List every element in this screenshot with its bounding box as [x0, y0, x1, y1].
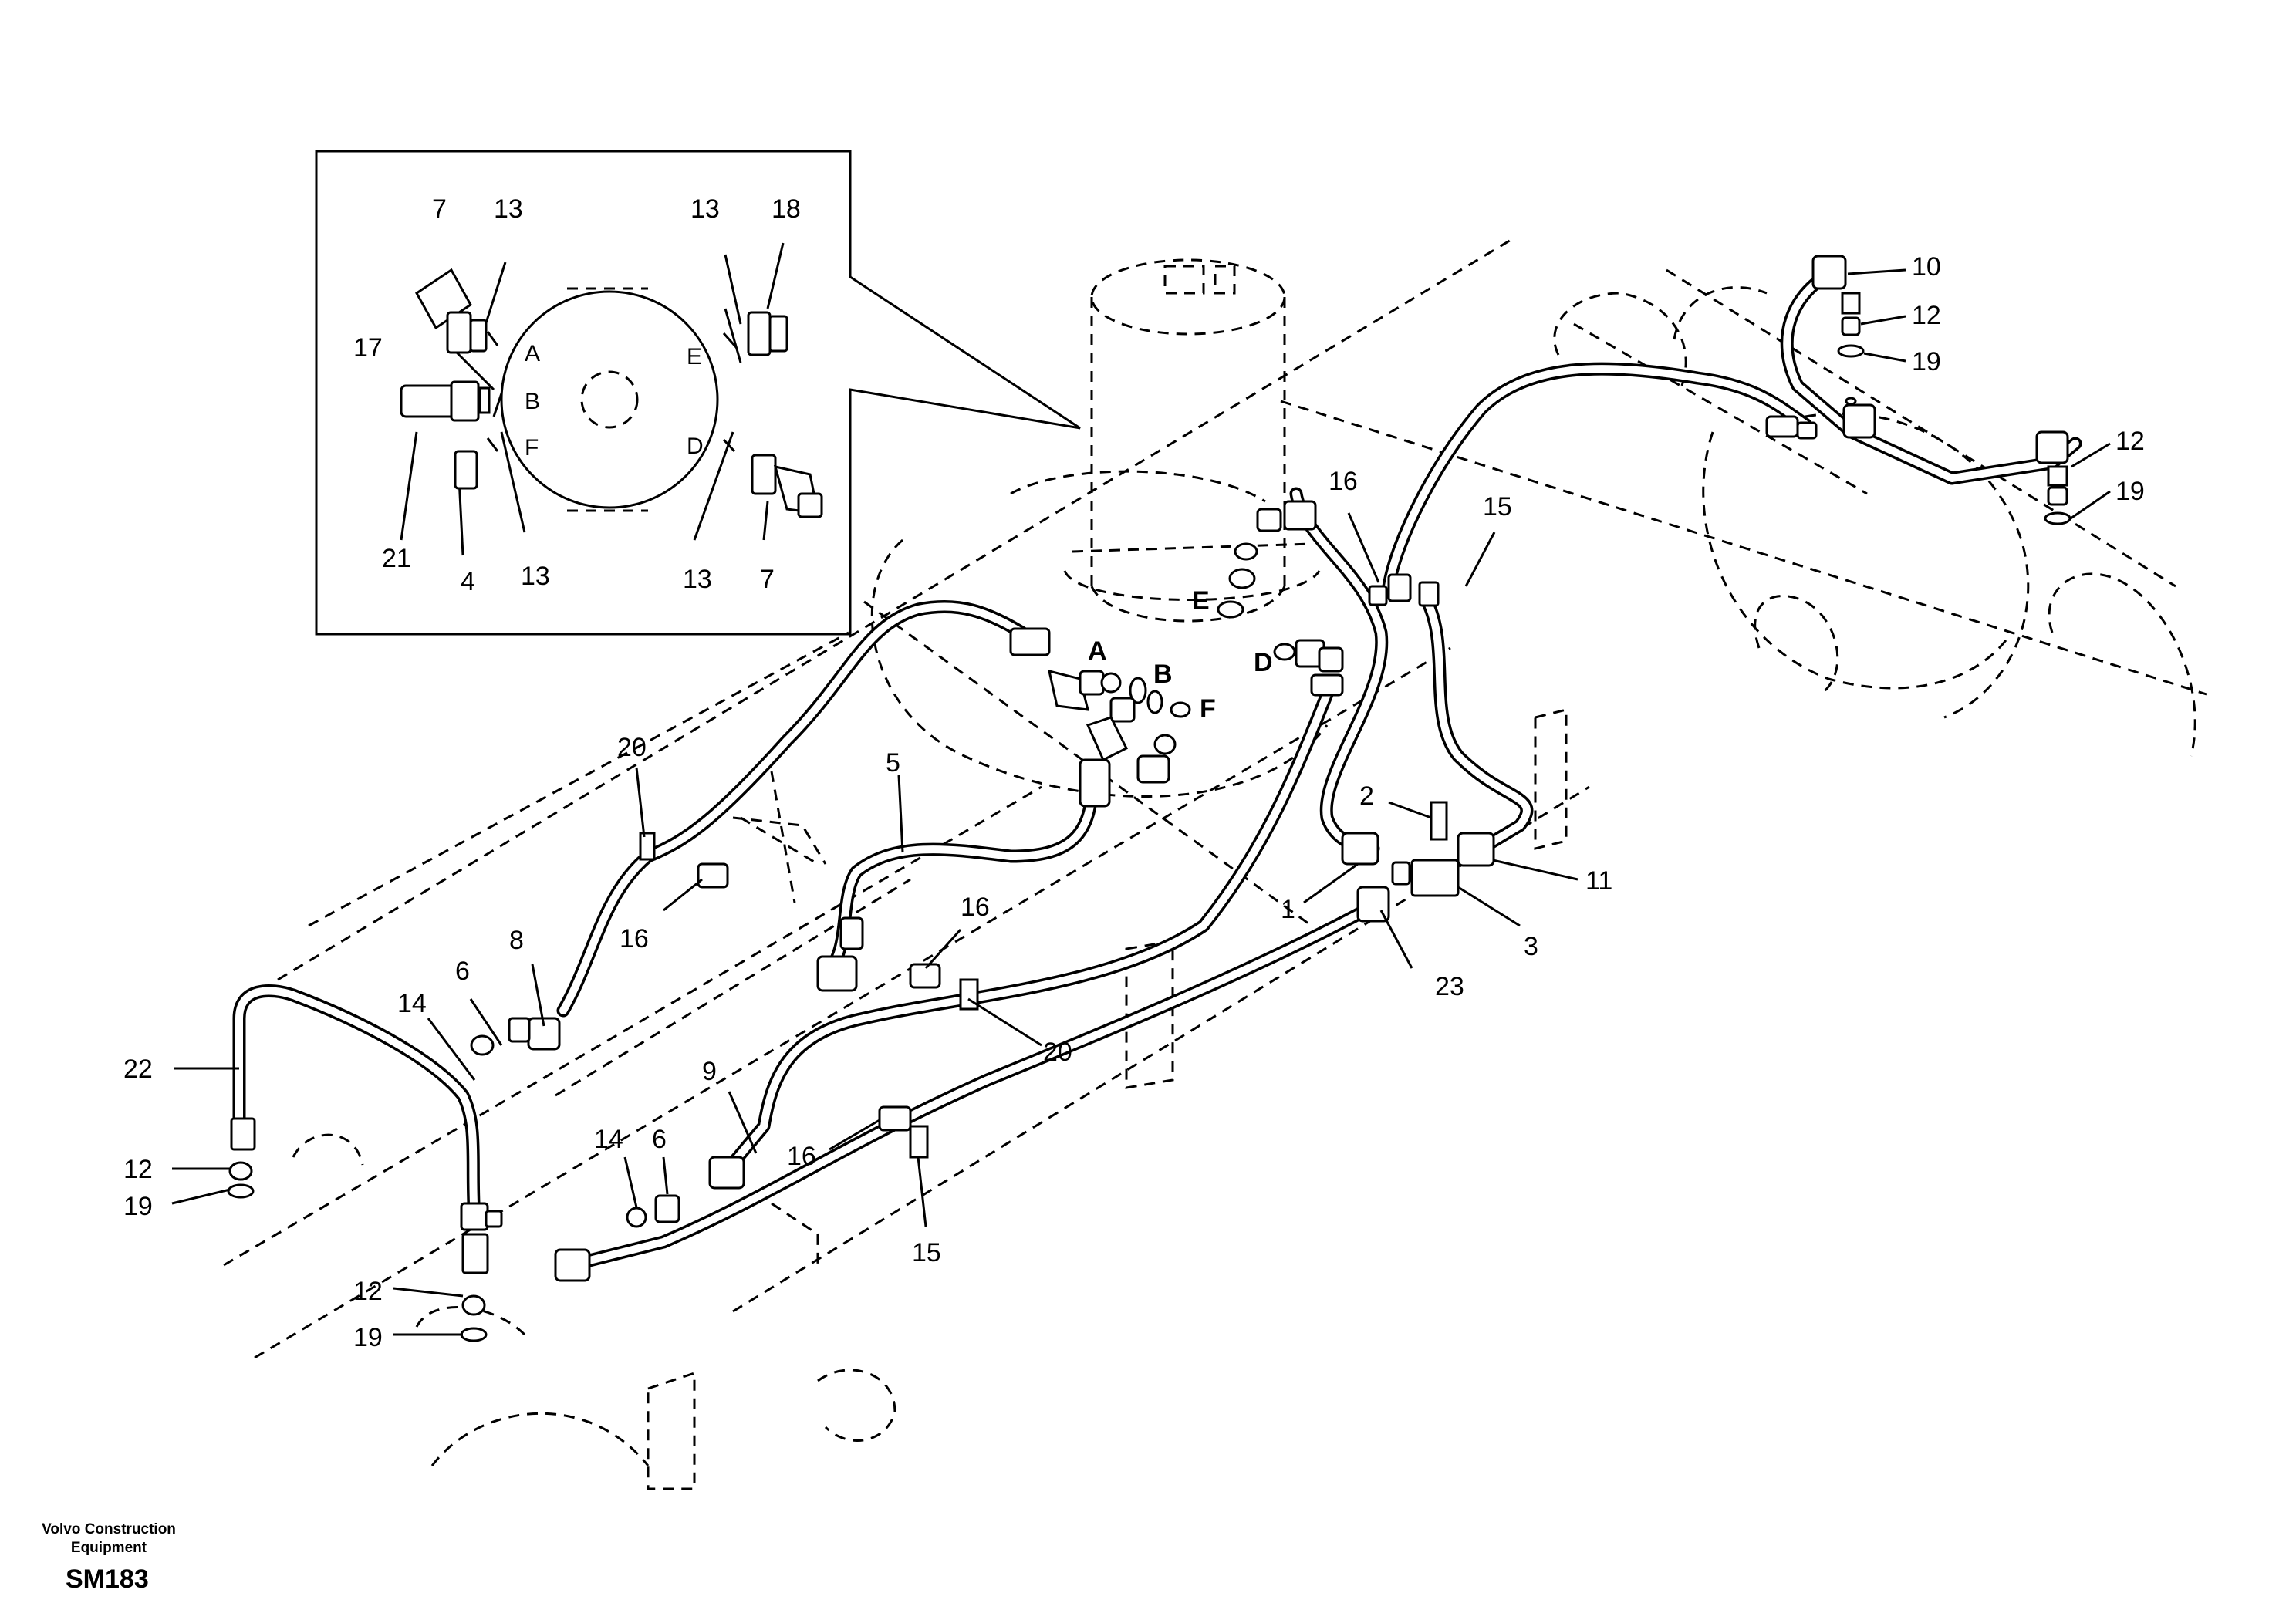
callout-13: 13 [494, 194, 523, 224]
callout-9: 9 [702, 1057, 717, 1086]
callout-7: 7 [760, 565, 775, 594]
callout-16: 16 [787, 1142, 816, 1171]
port-f: F [1200, 694, 1216, 724]
callout-11: 11 [1585, 866, 1612, 896]
callout-15: 15 [912, 1238, 941, 1267]
callout-3: 3 [1524, 932, 1538, 961]
callout-21: 21 [382, 544, 411, 573]
callout-4: 4 [461, 567, 475, 596]
callout-22: 22 [123, 1055, 153, 1084]
inset-detail-box [315, 150, 1081, 636]
callout-10: 10 [1912, 252, 1941, 282]
callout-20: 20 [1043, 1038, 1072, 1067]
machine-frame-outline [223, 238, 2207, 1490]
callout-13: 13 [683, 565, 712, 594]
port-e-inset: E [687, 344, 702, 370]
callout-12: 12 [2115, 427, 2145, 456]
callout-14: 14 [397, 989, 427, 1018]
leader-lines [171, 268, 2111, 1336]
callout-8: 8 [509, 926, 524, 955]
callout-23: 23 [1435, 972, 1464, 1001]
footer: Volvo Construction Equipment SM183 [42, 1521, 176, 1594]
brand-line-1: Volvo Construction [42, 1521, 176, 1537]
brand-line-2: Equipment [71, 1540, 147, 1556]
callout-5: 5 [886, 748, 900, 778]
callout-15: 15 [1483, 492, 1512, 521]
callout-12: 12 [123, 1155, 153, 1184]
hydraulic-tank [1063, 258, 1321, 623]
port-letters-main: A B F E D [1088, 586, 1273, 724]
callout-19: 19 [123, 1192, 153, 1221]
port-letters-inset: A B F E D [525, 341, 704, 461]
callout-16: 16 [620, 924, 649, 953]
diagram-code: SM183 [66, 1564, 149, 1594]
callout-6: 6 [455, 957, 470, 986]
callout-12: 12 [1912, 301, 1941, 330]
callout-14: 14 [594, 1125, 623, 1154]
callout-19: 19 [2115, 477, 2145, 506]
callout-20: 20 [617, 733, 647, 762]
port-f-inset: F [525, 435, 539, 461]
callout-2: 2 [1359, 781, 1374, 811]
hose-assemblies [232, 263, 2082, 1272]
port-d: D [1254, 648, 1273, 677]
part-callouts: 7 13 13 18 17 21 4 13 13 7 10 12 19 12 1… [123, 194, 2145, 1352]
port-e: E [1192, 586, 1210, 616]
callout-16: 16 [1329, 467, 1358, 496]
fittings [227, 255, 2071, 1342]
callout-12: 12 [353, 1277, 383, 1306]
callout-13: 13 [521, 562, 550, 591]
callout-7: 7 [432, 194, 447, 224]
callout-17: 17 [353, 333, 383, 363]
port-a: A [1088, 636, 1107, 666]
port-a-inset: A [525, 341, 540, 366]
callout-1: 1 [1281, 895, 1295, 924]
callout-16: 16 [961, 893, 990, 922]
callout-19: 19 [353, 1323, 383, 1352]
port-b-inset: B [525, 389, 540, 414]
port-d-inset: D [687, 434, 704, 459]
port-b: B [1153, 660, 1173, 689]
callout-13: 13 [690, 194, 720, 224]
callout-18: 18 [772, 194, 801, 224]
callout-6: 6 [652, 1125, 667, 1154]
callout-19: 19 [1912, 347, 1941, 376]
